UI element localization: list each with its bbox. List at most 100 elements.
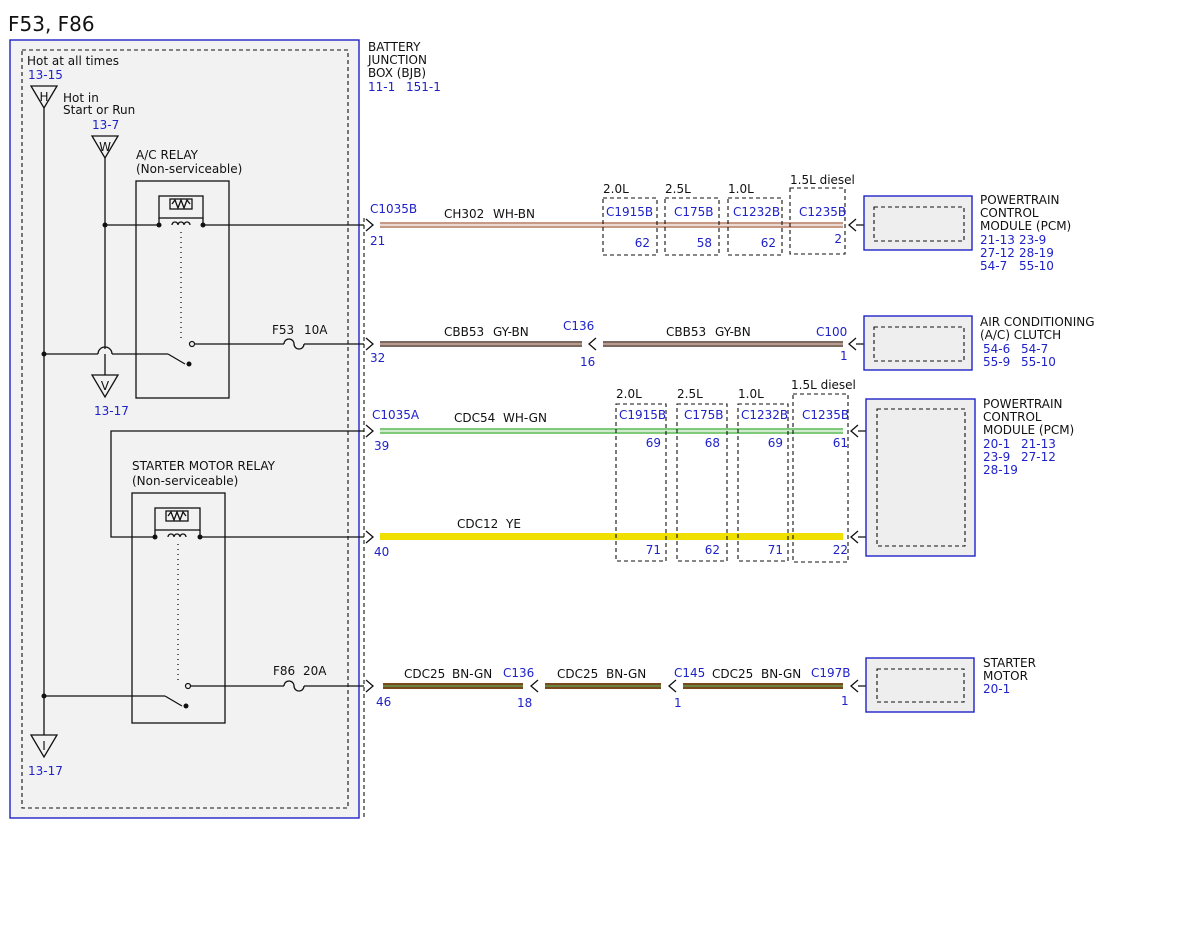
pcm-module-2[interactable] xyxy=(865,398,976,557)
fuse-f53-name: F53 xyxy=(272,323,294,337)
hot-in-label-line-2: Start or Run xyxy=(63,103,135,117)
hot-in-label-line-1: Hot in xyxy=(63,91,99,105)
pcm1-ref[interactable]: 28-19 xyxy=(1019,246,1054,260)
fuse-f53-icon xyxy=(283,338,305,350)
connector-c1035b[interactable]: C1035B xyxy=(370,202,417,216)
ac-clutch-ref[interactable]: 54-7 xyxy=(1021,342,1048,356)
fuse-f86-name: F86 xyxy=(273,664,295,678)
ac-clutch-ref[interactable]: 54-6 xyxy=(983,342,1010,356)
pin-c145-1: 1 xyxy=(674,696,682,710)
connector-arrow-icon xyxy=(668,679,677,693)
connector-c136[interactable]: C136 xyxy=(503,666,534,680)
pcm1-name-line-3: MODULE (PCM) xyxy=(980,219,1071,233)
pcm1-ref[interactable]: 55-10 xyxy=(1019,259,1054,273)
ac-relay-label-line-1: A/C RELAY xyxy=(136,148,199,162)
wire-cdc54-color: WH-GN xyxy=(503,411,547,425)
pcm1-name-line-2: CONTROL xyxy=(980,206,1039,220)
pcm1-ref[interactable]: 27-12 xyxy=(980,246,1015,260)
pin-c1035a-39: 39 xyxy=(374,439,389,453)
connector-c1232b[interactable]: C1232B xyxy=(733,205,780,219)
connector-arrow-icon xyxy=(365,530,374,544)
pcm-module-1[interactable] xyxy=(863,195,973,251)
variant-connectors-row3 xyxy=(615,393,849,563)
ac-relay-switch-icon xyxy=(44,340,196,367)
wire-cdc25-a-name: CDC25 xyxy=(404,667,445,681)
starter-relay-label-line-1: STARTER MOTOR RELAY xyxy=(132,459,276,473)
variant-connectors-row1 xyxy=(602,187,846,256)
pin-c197b-1: 1 xyxy=(841,694,849,708)
connector-arrow-icon xyxy=(588,337,597,351)
connector-c136[interactable]: C136 xyxy=(563,319,594,333)
connector-arrow-icon xyxy=(365,337,374,351)
bjb-inner-boundary xyxy=(21,49,349,809)
pcm1-ref[interactable]: 23-9 xyxy=(1019,233,1046,247)
pcm2-ref[interactable]: 23-9 xyxy=(983,450,1010,464)
bjb-name-line-2: JUNCTION xyxy=(367,53,427,67)
starter-motor-module[interactable] xyxy=(865,657,975,713)
pin-c1915b-69: 69 xyxy=(646,436,661,450)
pin-c1232b-71: 71 xyxy=(768,543,783,557)
pcm1-ref[interactable]: 54-7 xyxy=(980,259,1007,273)
connector-c1232b[interactable]: C1232B xyxy=(741,408,788,422)
terminal-i-icon xyxy=(29,734,59,759)
pcm-module-2-internal xyxy=(876,408,966,547)
ac-clutch-module[interactable] xyxy=(863,315,973,371)
terminal-h-icon xyxy=(29,85,59,110)
pin-c1035b-21: 21 xyxy=(370,234,385,248)
starter-relay-label-line-2: (Non-serviceable) xyxy=(132,474,238,488)
connector-c175b[interactable]: C175B xyxy=(684,408,724,422)
pcm-module-1-internal xyxy=(873,206,965,242)
ac-clutch-ref[interactable]: 55-10 xyxy=(1021,355,1056,369)
hot-at-all-times-ref[interactable]: 13-15 xyxy=(28,68,63,82)
bjb-name-line-1: BATTERY xyxy=(368,40,421,54)
junction-dot xyxy=(41,351,47,357)
pin-c175b-62: 62 xyxy=(705,543,720,557)
terminal-v-ref[interactable]: 13-17 xyxy=(94,404,129,418)
connector-arrow-icon xyxy=(848,218,857,232)
bjb-ref-1[interactable]: 11-1 xyxy=(368,80,395,94)
connector-c1235b[interactable]: C1235B xyxy=(799,205,846,219)
pcm2-ref[interactable]: 27-12 xyxy=(1021,450,1056,464)
bjb-ref-2[interactable]: 151-1 xyxy=(406,80,441,94)
pcm2-ref[interactable]: 28-19 xyxy=(983,463,1018,477)
pin-c1235b-22: 22 xyxy=(833,543,848,557)
ac-relay-box xyxy=(135,180,230,399)
wire-cdc25-b-name: CDC25 xyxy=(557,667,598,681)
pin-c136-16: 16 xyxy=(580,355,595,369)
pcm2-ref[interactable]: 21-13 xyxy=(1021,437,1056,451)
hot-in-ref[interactable]: 13-7 xyxy=(92,118,119,132)
starter-name-line-2: MOTOR xyxy=(983,669,1028,683)
wire-cbb53-a-color: GY-BN xyxy=(493,325,529,339)
terminal-w-icon xyxy=(90,135,120,160)
bjb-name-line-3: BOX (BJB) xyxy=(368,66,426,80)
terminal-i-ref[interactable]: 13-17 xyxy=(28,764,63,778)
connector-c1915b[interactable]: C1915B xyxy=(606,205,653,219)
pcm1-ref[interactable]: 21-13 xyxy=(980,233,1015,247)
variant-engine-1-0l: 1.0L xyxy=(738,387,764,401)
pin-c1235b-61: 61 xyxy=(833,436,848,450)
diagram-title: F53, F86 xyxy=(8,12,95,36)
fuse-f86-rating: 20A xyxy=(303,664,327,678)
connector-c100[interactable]: C100 xyxy=(816,325,847,339)
wire-cdc54 xyxy=(380,428,843,434)
wire-cdc54-name: CDC54 xyxy=(454,411,495,425)
fuse-f53-rating: 10A xyxy=(304,323,328,337)
ac-relay-label-line-2: (Non-serviceable) xyxy=(136,162,242,176)
wire-cdc25-b xyxy=(545,683,661,689)
wire-ch302-color: WH-BN xyxy=(493,207,535,221)
terminal-w-letter: W xyxy=(99,140,111,154)
connector-c1035a[interactable]: C1035A xyxy=(372,408,420,422)
connector-arrow-icon xyxy=(365,424,374,438)
pcm2-ref[interactable]: 20-1 xyxy=(983,437,1010,451)
pin-c1232b-69: 69 xyxy=(768,436,783,450)
starter-ref[interactable]: 20-1 xyxy=(983,682,1010,696)
connector-c1915b[interactable]: C1915B xyxy=(619,408,666,422)
connector-c1235b[interactable]: C1235B xyxy=(802,408,849,422)
ac-clutch-ref[interactable]: 55-9 xyxy=(983,355,1010,369)
wire-cdc25-c-color: BN-GN xyxy=(761,667,801,681)
connector-c175b[interactable]: C175B xyxy=(674,205,714,219)
connector-c197b[interactable]: C197B xyxy=(811,666,851,680)
variant-engine-1-5l-diesel: 1.5L diesel xyxy=(791,378,856,392)
junction-dot xyxy=(102,222,108,228)
connector-c145[interactable]: C145 xyxy=(674,666,705,680)
